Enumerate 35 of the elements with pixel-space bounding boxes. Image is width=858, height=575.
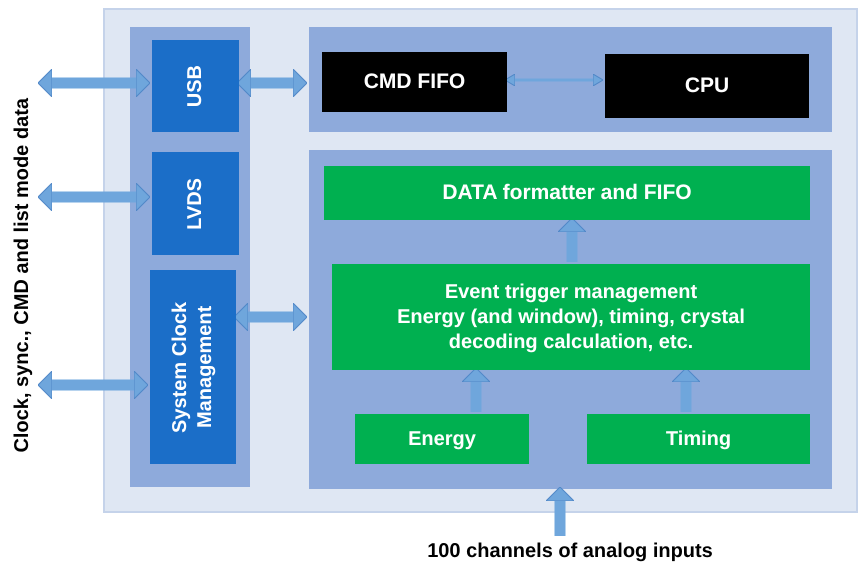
box-label: CPU <box>684 72 730 99</box>
arrow <box>558 218 586 262</box>
box-label: Energy (and window), timing, crystal decoding calculation, etc. <box>396 304 746 354</box>
box-label: System Clock Management <box>168 300 217 435</box>
box-label: DATA formatter and FIFO <box>442 180 692 206</box>
label-text: Clock, sync., CMD and list mode data <box>10 98 34 452</box>
box-label: USB <box>183 64 207 108</box>
double-arrow <box>38 68 150 98</box>
label-text: 100 channels of analog inputs <box>427 538 713 564</box>
double-arrow <box>38 182 150 212</box>
process-box <box>587 414 810 464</box>
module-box <box>605 54 809 118</box>
outer-panel <box>103 8 858 513</box>
box-label: CMD FIFO <box>364 68 466 95</box>
interface-box <box>152 40 239 132</box>
interface-box <box>150 270 236 464</box>
box-label: Timing <box>666 426 732 452</box>
arrow <box>546 486 574 536</box>
interface-box <box>152 152 239 255</box>
box-label: Event trigger management <box>444 280 698 304</box>
box-label: Energy <box>408 426 476 452</box>
module-box <box>322 52 507 112</box>
double-arrow <box>38 370 148 400</box>
box-label: LVDS <box>183 178 207 230</box>
group-panel <box>309 27 832 132</box>
process-box <box>332 264 810 370</box>
process-box <box>324 166 810 220</box>
group-panel <box>130 27 250 487</box>
group-panel <box>309 150 832 489</box>
double-arrow <box>234 302 308 332</box>
double-arrow <box>504 74 604 86</box>
arrow <box>672 368 700 412</box>
double-arrow <box>236 68 308 98</box>
arrow <box>462 368 490 412</box>
process-box <box>355 414 529 464</box>
